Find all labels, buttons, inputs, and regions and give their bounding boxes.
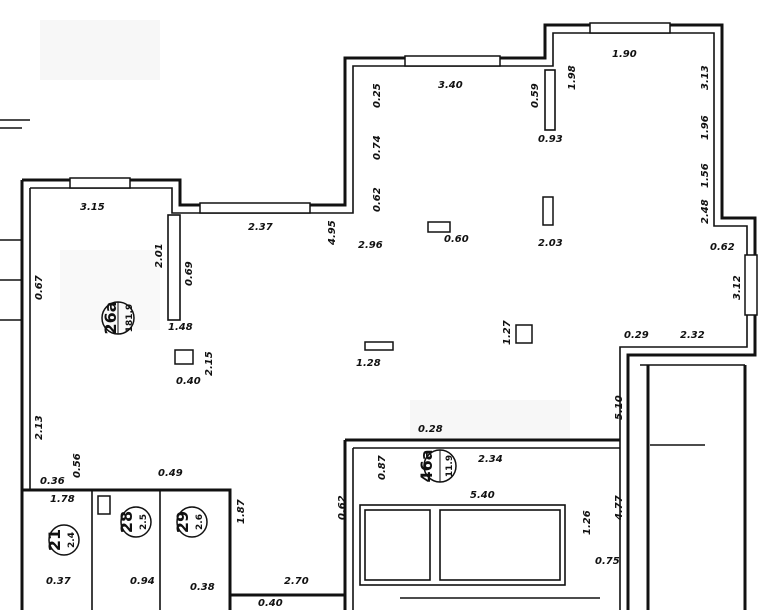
dim-label: 2.15 bbox=[204, 351, 215, 376]
dim-label: 3.40 bbox=[438, 80, 463, 91]
windows bbox=[69, 22, 758, 316]
dim-label: 0.59 bbox=[530, 83, 541, 108]
dim-label: 0.36 bbox=[40, 476, 65, 487]
room-29-area: 2.6 bbox=[195, 514, 205, 530]
dim-label: 1.48 bbox=[168, 322, 193, 333]
dim-label: 0.38 bbox=[190, 582, 215, 593]
dim-label: 1.28 bbox=[356, 358, 381, 369]
room-21-number: 21 bbox=[45, 529, 64, 551]
room-26a-number: 26a bbox=[101, 301, 120, 334]
room-46a-number: 46a bbox=[417, 449, 436, 482]
room-46a-area: 11.9 bbox=[445, 455, 455, 477]
dim-label: 3.12 bbox=[732, 275, 743, 300]
dim-label: 0.62 bbox=[372, 187, 383, 212]
dim-label: 0.49 bbox=[158, 468, 183, 479]
dim-label: 0.28 bbox=[418, 424, 443, 435]
dim-label: 2.34 bbox=[478, 454, 503, 465]
dim-label: 1.96 bbox=[700, 115, 711, 140]
dim-label: 0.74 bbox=[372, 135, 383, 160]
dim-label: 0.60 bbox=[444, 234, 469, 245]
room-46a: 46a 11.9 bbox=[417, 449, 457, 483]
outer-walls bbox=[20, 23, 757, 610]
dimension-labels: 3.15 2.37 3.40 1.90 0.28 2.70 5.40 2.34 … bbox=[34, 49, 743, 609]
dim-label: 1.27 bbox=[502, 320, 513, 345]
dim-label: 2.96 bbox=[358, 240, 383, 251]
room-28-area: 2.5 bbox=[139, 514, 149, 530]
dim-label: 0.94 bbox=[130, 576, 155, 587]
dim-label: 1.78 bbox=[50, 494, 75, 505]
dim-label: 0.40 bbox=[176, 376, 201, 387]
dim-label: 0.62 bbox=[710, 242, 735, 253]
dim-label: 0.29 bbox=[624, 330, 649, 341]
scan-texture bbox=[40, 20, 570, 440]
dim-label: 0.62 bbox=[337, 495, 348, 520]
dim-label: 0.37 bbox=[46, 576, 71, 587]
dim-label: 0.67 bbox=[34, 275, 45, 300]
dim-label: 1.26 bbox=[582, 510, 593, 535]
dim-label: 0.75 bbox=[595, 556, 620, 567]
room-21-area: 2.4 bbox=[67, 532, 77, 548]
dim-label: 2.03 bbox=[538, 238, 563, 249]
dim-label: 3.15 bbox=[80, 202, 105, 213]
dim-label: 2.32 bbox=[680, 330, 705, 341]
dim-label: 4.95 bbox=[327, 220, 338, 246]
dim-label: 0.25 bbox=[372, 83, 383, 108]
dim-label: 5.10 bbox=[614, 395, 625, 420]
dim-label: 1.56 bbox=[700, 163, 711, 188]
dim-label: 4.77 bbox=[614, 495, 625, 521]
dim-label: 0.87 bbox=[377, 455, 388, 480]
room-29-number: 29 bbox=[173, 511, 192, 533]
dim-label: 1.98 bbox=[567, 65, 578, 90]
room-28-number: 28 bbox=[117, 511, 136, 533]
room-26a-area: 181.9 bbox=[125, 304, 135, 332]
dim-label: 2.37 bbox=[248, 222, 273, 233]
room-29: 29 2.6 bbox=[173, 506, 208, 538]
partitions bbox=[0, 69, 747, 610]
dim-label: 2.70 bbox=[284, 576, 309, 587]
dim-label: 1.90 bbox=[612, 49, 637, 60]
dim-label: 0.56 bbox=[72, 453, 83, 478]
room-21: 21 2.4 bbox=[45, 524, 80, 556]
dim-label: 2.13 bbox=[34, 415, 45, 440]
room-26a: 26a 181.9 bbox=[101, 301, 135, 335]
dim-label: 2.48 bbox=[700, 199, 711, 224]
room-28: 28 2.5 bbox=[117, 506, 152, 538]
dim-label: 2.01 bbox=[154, 243, 165, 268]
dim-label: 3.13 bbox=[700, 65, 711, 90]
dim-label: 1.87 bbox=[236, 499, 247, 524]
dim-label: 0.69 bbox=[184, 261, 195, 286]
fixtures bbox=[97, 196, 554, 515]
dim-label: 0.40 bbox=[258, 598, 283, 609]
dim-label: 5.40 bbox=[470, 490, 495, 501]
dim-label: 0.93 bbox=[538, 134, 563, 145]
